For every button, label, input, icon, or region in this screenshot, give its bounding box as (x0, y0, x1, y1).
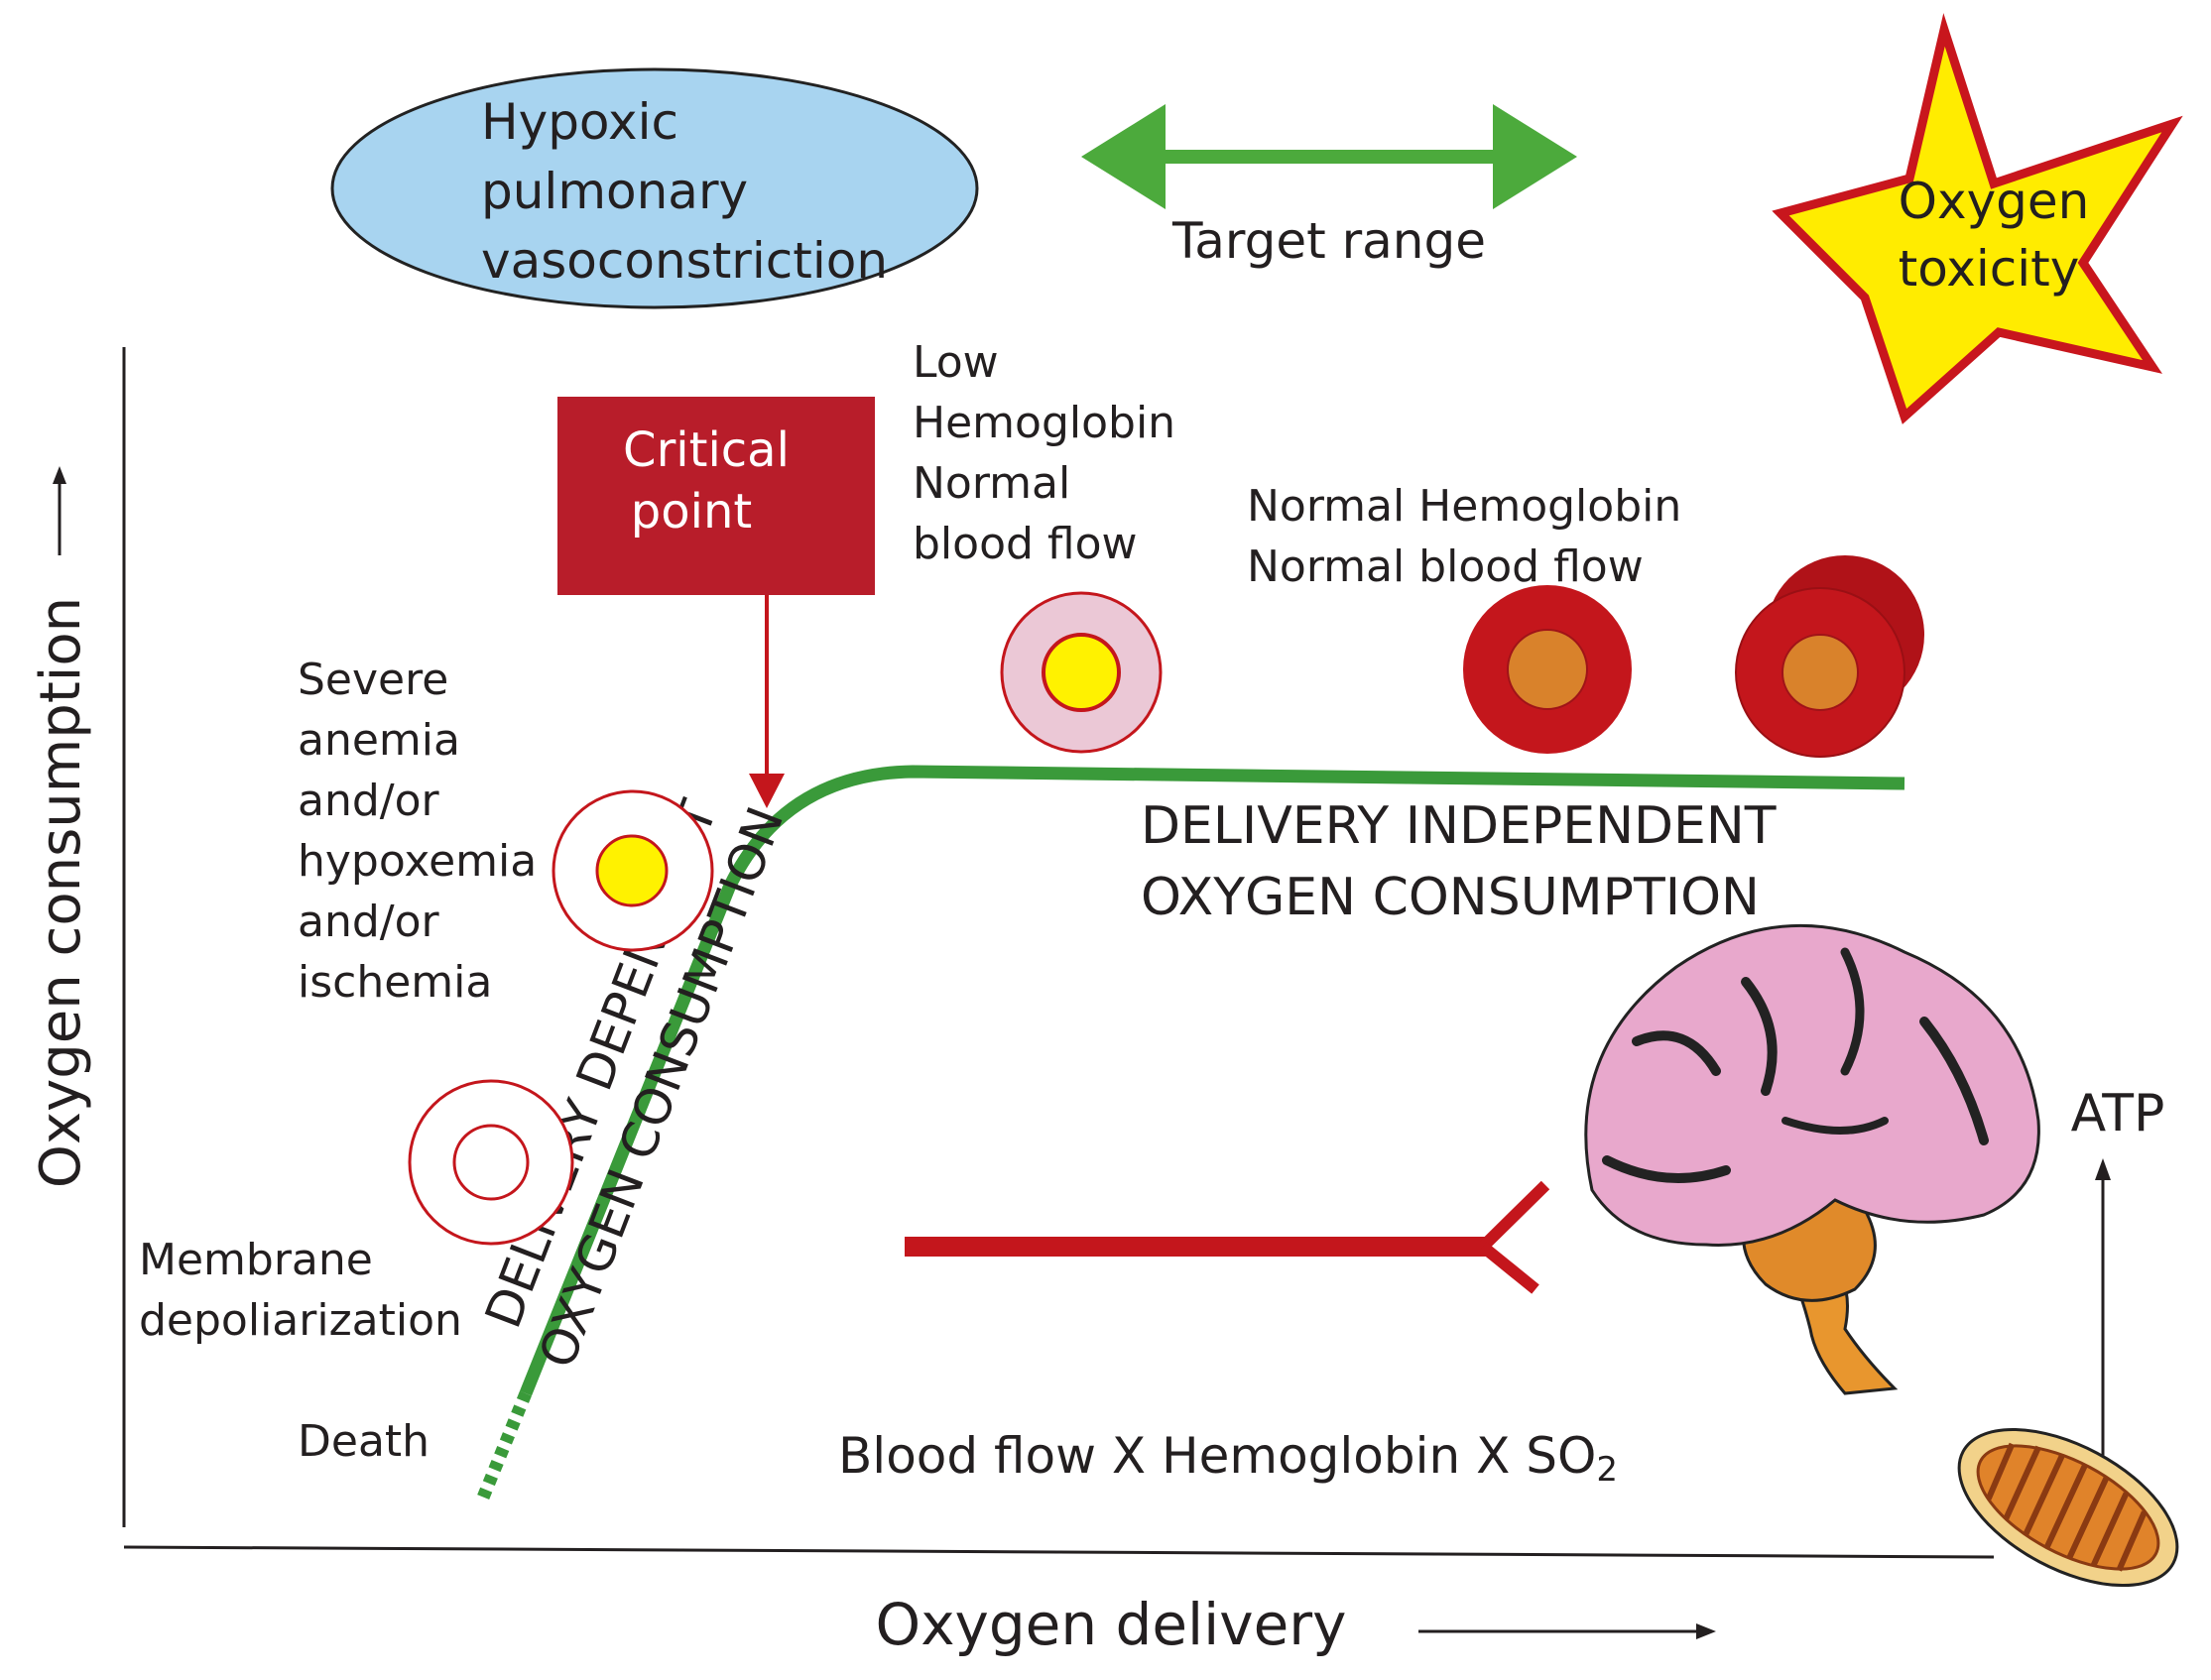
severe-label-1: Severe (298, 655, 448, 705)
oxygen-toxicity: Oxygen toxicity (1772, 13, 2183, 424)
low-hb-label-3: Normal (913, 458, 1070, 509)
target-range: Target range (1081, 104, 1577, 270)
brain-fold-5 (1602, 1155, 1731, 1183)
hpv-label-2: pulmonary (481, 163, 748, 220)
severe-label: Severe anemia and/or hypoxemia and/or is… (298, 655, 537, 1008)
cell-normal-2 (1735, 555, 1924, 758)
critical-point: Critical point (557, 397, 875, 808)
normal-hb-label: Normal Hemoglobin Normal blood flow (1247, 481, 1681, 592)
mitochondrion-icon (1957, 1427, 2179, 1588)
curve-plateau (519, 765, 1905, 1396)
low-hb-label-4: blood flow (913, 519, 1138, 569)
x-axis-line (123, 1545, 1995, 1559)
inhibition-bar-fork-top (1478, 1180, 1550, 1252)
brain-fold-1 (1632, 1030, 1721, 1076)
curve-dotted-tail (476, 1390, 533, 1500)
toxicity-label-2: toxicity (1899, 240, 2080, 298)
inhibition-bar (905, 1180, 1550, 1294)
cell-low-hb-core (1042, 633, 1121, 712)
hpv-label-3: vasoconstriction (481, 232, 888, 290)
severe-label-2: anemia (298, 715, 460, 766)
atp-arrowhead (2095, 1158, 2111, 1180)
normal-hb-label-1: Normal Hemoglobin (1247, 481, 1681, 532)
brain-fold-6 (1781, 1117, 1889, 1135)
x-axis-arrowhead (1696, 1623, 1716, 1639)
critical-point-arrowhead (749, 774, 785, 808)
x-axis-label: Oxygen delivery (876, 1591, 1347, 1658)
mito-cristae (1985, 1442, 2148, 1572)
low-hb-label: Low Hemoglobin Normal blood flow (913, 337, 1175, 569)
membrane-label-1: Membrane (139, 1235, 373, 1285)
atp-label: ATP (2071, 1084, 2165, 1143)
y-axis-label: Oxygen consumption (29, 597, 93, 1188)
death-label: Death (298, 1416, 430, 1467)
low-hb-label-1: Low (913, 337, 999, 388)
severe-label-5: and/or (298, 897, 440, 947)
target-range-arrowhead-left (1081, 104, 1166, 209)
toxicity-label-1: Oxygen (1899, 173, 2090, 230)
brain-icon (1584, 923, 2040, 1395)
critical-point-label-1: Critical (623, 422, 790, 478)
formula-label: Blood flow X Hemoglobin X SO2 (838, 1427, 1618, 1490)
low-hb-label-2: Hemoglobin (913, 398, 1175, 448)
independent-label: DELIVERY INDEPENDENT OXYGEN CONSUMPTION (1141, 796, 1777, 927)
cell-normal-2-core (1781, 634, 1859, 711)
cell-low-hb (1000, 591, 1163, 754)
brain-fold-2 (1741, 977, 1778, 1096)
independent-label-2: OXYGEN CONSUMPTION (1141, 868, 1760, 927)
normal-hb-label-2: Normal blood flow (1247, 541, 1644, 592)
cell-membrane (408, 1079, 574, 1246)
cell-normal-1 (1463, 585, 1632, 754)
inhibition-bar-fork-bottom (1479, 1242, 1539, 1294)
target-range-arrowhead-right (1493, 104, 1577, 209)
cell-membrane-inner (452, 1124, 530, 1201)
brain-fold-4 (1919, 1017, 1989, 1145)
formula-main: Blood flow X Hemoglobin X SO (838, 1427, 1596, 1485)
cerebrum (1584, 923, 2040, 1247)
membrane-label-2: depoliarization (139, 1295, 462, 1346)
y-axis-arrowhead (53, 466, 66, 484)
hpv-ellipse (330, 67, 979, 309)
critical-point-box (557, 397, 875, 595)
severe-label-6: ischemia (298, 957, 492, 1008)
severe-label-3: and/or (298, 776, 440, 826)
cell-normal-1-core (1507, 629, 1588, 710)
star-icon (1772, 13, 2183, 424)
critical-point-label-2: point (631, 484, 752, 540)
cell-severe (552, 789, 714, 952)
cell-severe-core (595, 834, 669, 907)
hpv-label-1: Hypoxic (481, 93, 678, 151)
oxygen-curve (476, 765, 1905, 1500)
formula-sub: 2 (1596, 1450, 1618, 1490)
brain-fold-3 (1840, 947, 1865, 1076)
hpv-ellipse-group: Hypoxic pulmonary vasoconstriction (330, 67, 979, 309)
axes: Oxygen consumption Oxygen delivery (29, 347, 1995, 1658)
independent-label-1: DELIVERY INDEPENDENT (1141, 796, 1777, 856)
severe-label-4: hypoxemia (298, 836, 537, 887)
membrane-label: Membrane depoliarization (139, 1235, 462, 1346)
target-range-label: Target range (1171, 212, 1486, 270)
